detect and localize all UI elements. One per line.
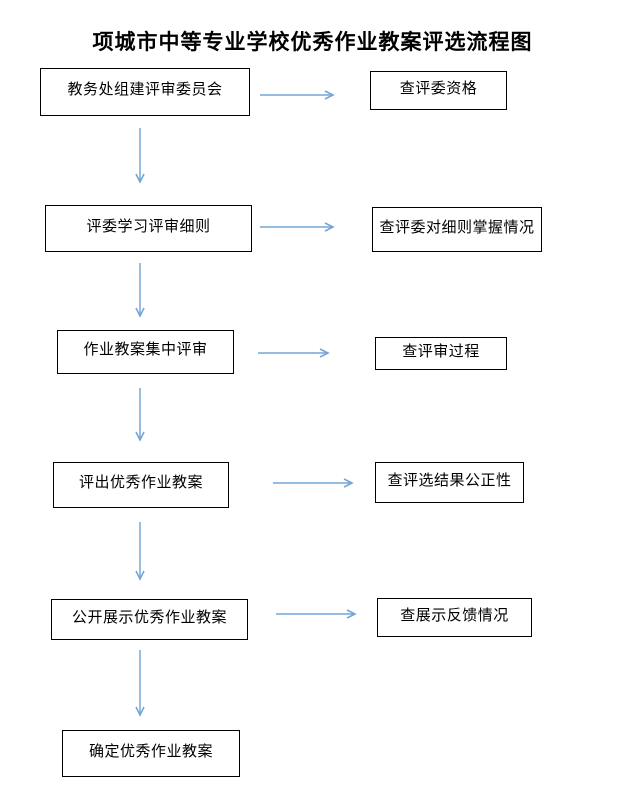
- main-step-4-box: 评出优秀作业教案: [53, 462, 229, 508]
- check-step-4-box: 查评选结果公正性: [375, 462, 524, 503]
- main-step-2-box: 评委学习评审细则: [45, 205, 252, 252]
- check-step-1-box: 查评委资格: [370, 71, 507, 110]
- main-step-1-box: 教务处组建评审委员会: [40, 68, 250, 116]
- main-step-5-box: 公开展示优秀作业教案: [51, 599, 248, 640]
- main-step-3-box: 作业教案集中评审: [57, 330, 234, 374]
- main-step-6-box: 确定优秀作业教案: [62, 730, 240, 777]
- check-step-3-box: 查评审过程: [375, 337, 507, 370]
- check-step-2-box: 查评委对细则掌握情况: [372, 207, 542, 252]
- page-title: 项城市中等专业学校优秀作业教案评选流程图: [92, 30, 533, 54]
- check-step-5-box: 查展示反馈情况: [377, 598, 532, 637]
